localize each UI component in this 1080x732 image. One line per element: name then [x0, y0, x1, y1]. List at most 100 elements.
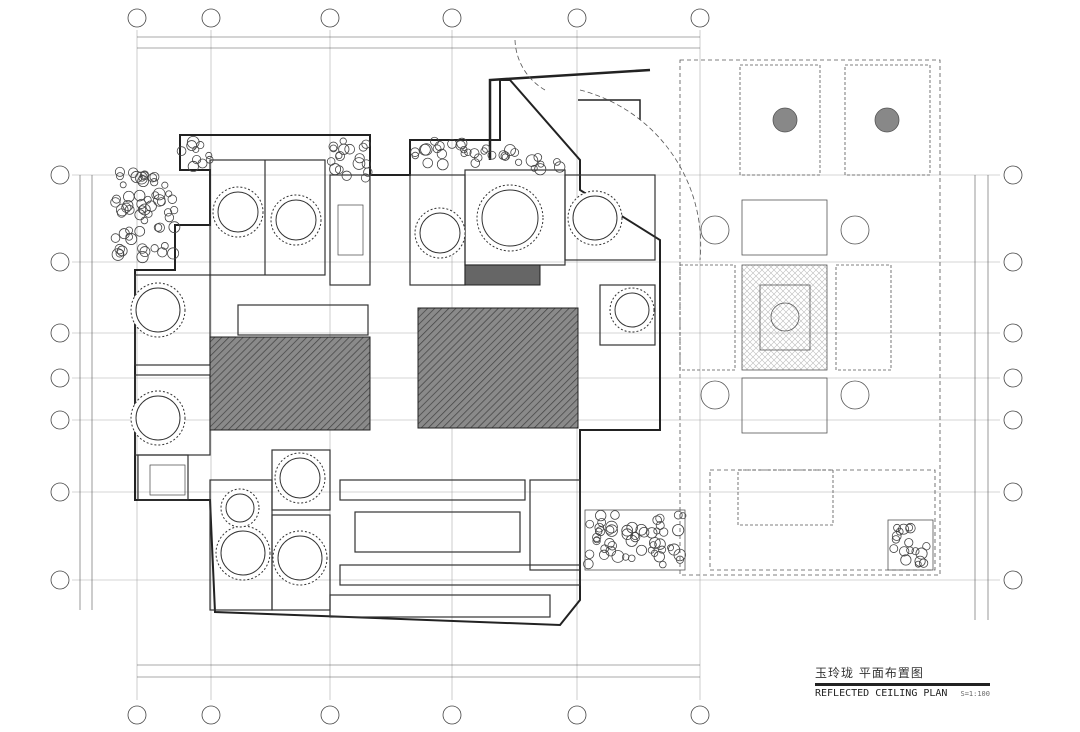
shrub	[154, 222, 165, 233]
axis-bubble	[1003, 570, 1023, 590]
shrub	[621, 553, 630, 561]
shrub	[635, 523, 648, 536]
axis-bubble	[1003, 368, 1023, 388]
shrub	[554, 161, 566, 173]
plan-title-en-text: REFLECTED CEILING PLAN	[815, 688, 948, 699]
shrub	[592, 532, 602, 542]
shrub	[150, 244, 159, 253]
shrub	[116, 208, 127, 218]
round-table	[481, 189, 539, 247]
round-table	[220, 530, 266, 576]
shrub	[420, 143, 433, 156]
shrub	[584, 549, 595, 559]
plan-scale: S=1:100	[960, 690, 990, 698]
shrub	[205, 155, 214, 164]
shrub	[121, 202, 132, 213]
axis-bubble	[1003, 323, 1023, 343]
shrub	[626, 521, 638, 534]
shrub	[140, 216, 149, 225]
shrub	[621, 528, 634, 540]
axis-bubble	[567, 8, 587, 28]
shrub	[339, 137, 347, 145]
interior-walls	[134, 159, 656, 618]
shrub	[116, 245, 128, 257]
shrub	[595, 526, 606, 537]
shrub	[914, 560, 922, 568]
round-table	[614, 292, 650, 328]
shrub	[145, 200, 157, 212]
round-table	[572, 195, 618, 241]
round-tables	[130, 184, 655, 586]
axis-bubble	[690, 8, 710, 28]
shrub	[436, 148, 447, 160]
shrub	[410, 147, 420, 157]
shrub	[116, 172, 124, 181]
shrub	[161, 242, 169, 250]
shrub	[628, 554, 636, 563]
shrub	[134, 225, 146, 237]
axis-bubble	[201, 8, 221, 28]
plan-title-chinese: 玉玲珑 平面布置图	[815, 666, 924, 680]
shrub	[197, 158, 208, 169]
shrub	[530, 164, 538, 172]
shrub	[636, 544, 648, 556]
shrub	[630, 532, 641, 543]
shrub	[455, 140, 466, 151]
axis-bubble	[320, 8, 340, 28]
shrub	[672, 524, 685, 537]
shrub	[889, 544, 899, 553]
shrub	[152, 187, 166, 201]
shrub	[354, 153, 365, 164]
shrub	[115, 203, 129, 217]
shrub	[605, 520, 618, 534]
shrub	[329, 144, 338, 153]
shrub	[157, 247, 168, 258]
shrub	[163, 208, 173, 217]
shrub	[583, 558, 594, 570]
shrub	[150, 178, 159, 187]
shrub	[537, 160, 545, 168]
shrub	[161, 181, 169, 189]
shrub	[610, 510, 620, 520]
shrub	[898, 523, 910, 535]
terrace	[514, 39, 941, 576]
shrub	[118, 228, 130, 240]
shrub	[659, 560, 667, 569]
shrub	[481, 144, 491, 153]
shrub	[110, 197, 121, 208]
axis-bubble	[127, 705, 147, 725]
shrub	[360, 173, 371, 183]
shrub	[607, 541, 617, 551]
axis-bubble	[201, 705, 221, 725]
shrub	[460, 145, 468, 154]
shrub	[653, 551, 665, 563]
round-table	[135, 287, 181, 333]
axis-bubble	[1003, 482, 1023, 502]
round-table	[275, 199, 317, 241]
core-blocks	[209, 264, 579, 431]
shrub	[358, 142, 368, 152]
axis-bubble	[1003, 410, 1023, 430]
shrub	[419, 143, 431, 156]
shrub	[137, 175, 149, 188]
shrub	[469, 148, 480, 159]
dimension-lines	[79, 36, 989, 678]
shrub	[125, 233, 138, 245]
shrub	[460, 149, 468, 158]
title-block: 玉玲珑 平面布置图 REFLECTED CEILING PLAN S=1:100	[815, 664, 990, 699]
shrub	[341, 170, 352, 181]
shrub	[597, 517, 607, 527]
shrub	[899, 546, 910, 557]
shrub	[187, 160, 199, 173]
shrub	[480, 147, 488, 155]
shrub	[922, 542, 931, 551]
shrub	[525, 154, 539, 167]
shrub	[604, 538, 615, 549]
shrub	[134, 209, 146, 221]
axis-bubble	[442, 8, 462, 28]
planting	[110, 135, 931, 570]
shrub	[673, 510, 683, 520]
shrub	[151, 191, 160, 200]
shrub	[430, 136, 439, 146]
shrub	[504, 144, 516, 156]
